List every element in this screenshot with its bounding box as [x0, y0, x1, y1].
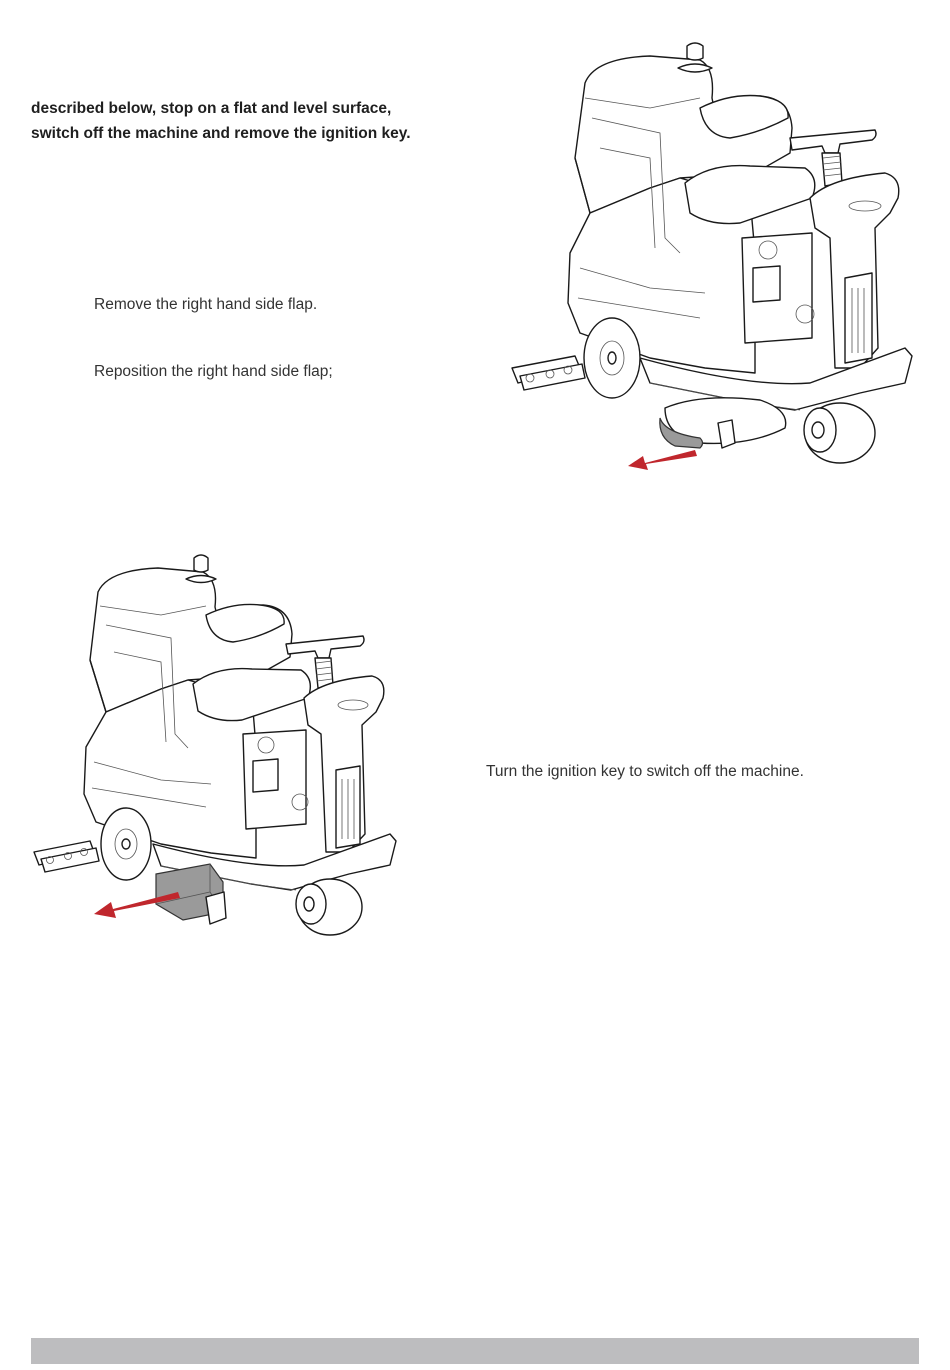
- footer-bar: [31, 1338, 919, 1364]
- step-reposition-flap: Reposition the right hand side flap;: [94, 363, 333, 381]
- scrubber-dryer-flap-repositioned-illustration: [28, 552, 418, 952]
- scrubber-dryer-flap-removed-illustration: [500, 38, 920, 478]
- intro-warning-text: described below, stop on a flat and leve…: [31, 96, 471, 146]
- step-remove-flap: Remove the right hand side flap.: [94, 296, 317, 314]
- intro-line-1: described below, stop on a flat and leve…: [31, 96, 471, 121]
- intro-line-2: switch off the machine and remove the ig…: [31, 121, 471, 146]
- step-switch-off: Turn the ignition key to switch off the …: [486, 763, 804, 781]
